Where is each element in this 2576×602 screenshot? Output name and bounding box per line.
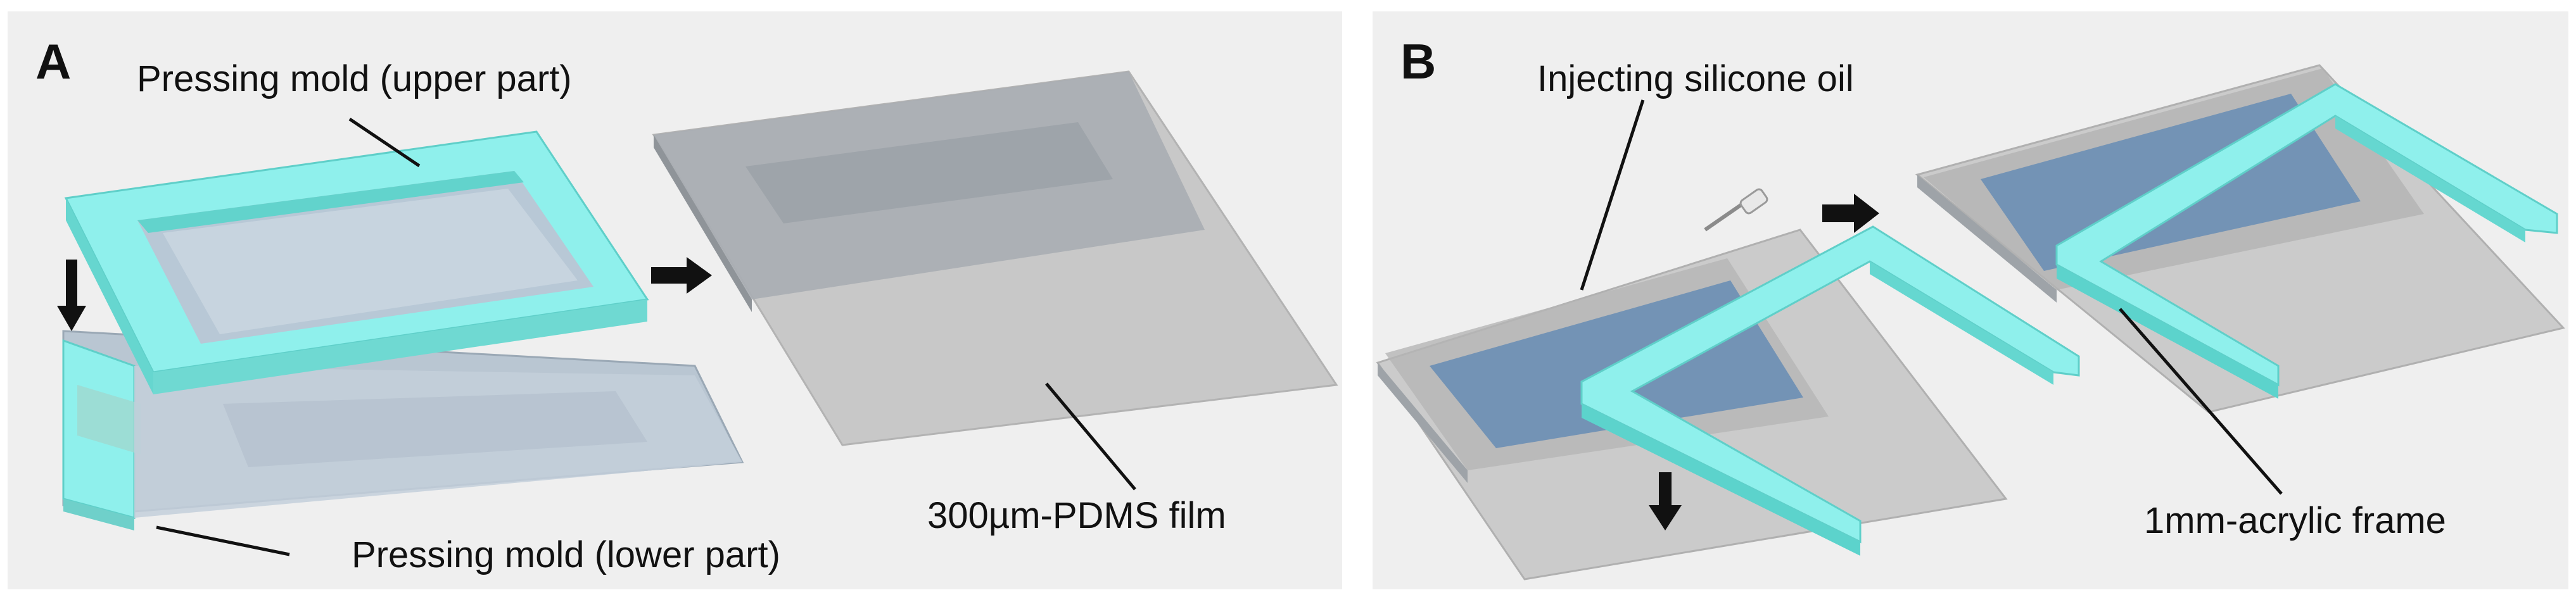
- pdms-film: [652, 70, 1338, 446]
- label-pdms-film: 300µm-PDMS film: [927, 495, 1226, 536]
- label-acrylic-frame: 1mm-acrylic frame: [2144, 500, 2446, 541]
- right-acrylic-frame: [2055, 83, 2558, 399]
- panel-a-illustration: [57, 70, 1338, 556]
- leader-line-frame: [2119, 308, 2283, 495]
- panel-b: B: [1373, 11, 2568, 589]
- right-arrow-icon: [1822, 194, 1879, 233]
- right-arrow-icon: [651, 257, 712, 294]
- leader-line-upper: [348, 117, 421, 168]
- leader-line-inject: [1580, 99, 1645, 291]
- syringe-nozzle-icon: [1704, 188, 1768, 232]
- down-arrow-icon: [57, 260, 86, 331]
- upper-mold-frame: [64, 130, 649, 394]
- label-lower-mold: Pressing mold (lower part): [352, 534, 780, 575]
- panel-a-letter: A: [35, 34, 72, 89]
- label-injecting-oil: Injecting silicone oil: [1537, 58, 1854, 99]
- panel-a: A: [8, 11, 1342, 589]
- panel-b-letter: B: [1400, 34, 1437, 89]
- down-arrow-icon: [1649, 472, 1682, 530]
- label-upper-mold: Pressing mold (upper part): [137, 58, 572, 99]
- leader-line-lower: [156, 525, 290, 556]
- leader-line-film: [1045, 382, 1136, 491]
- lower-mold-assembly: [62, 330, 744, 530]
- panel-b-illustration: [1376, 64, 2565, 580]
- left-acrylic-frame: [1580, 225, 2080, 556]
